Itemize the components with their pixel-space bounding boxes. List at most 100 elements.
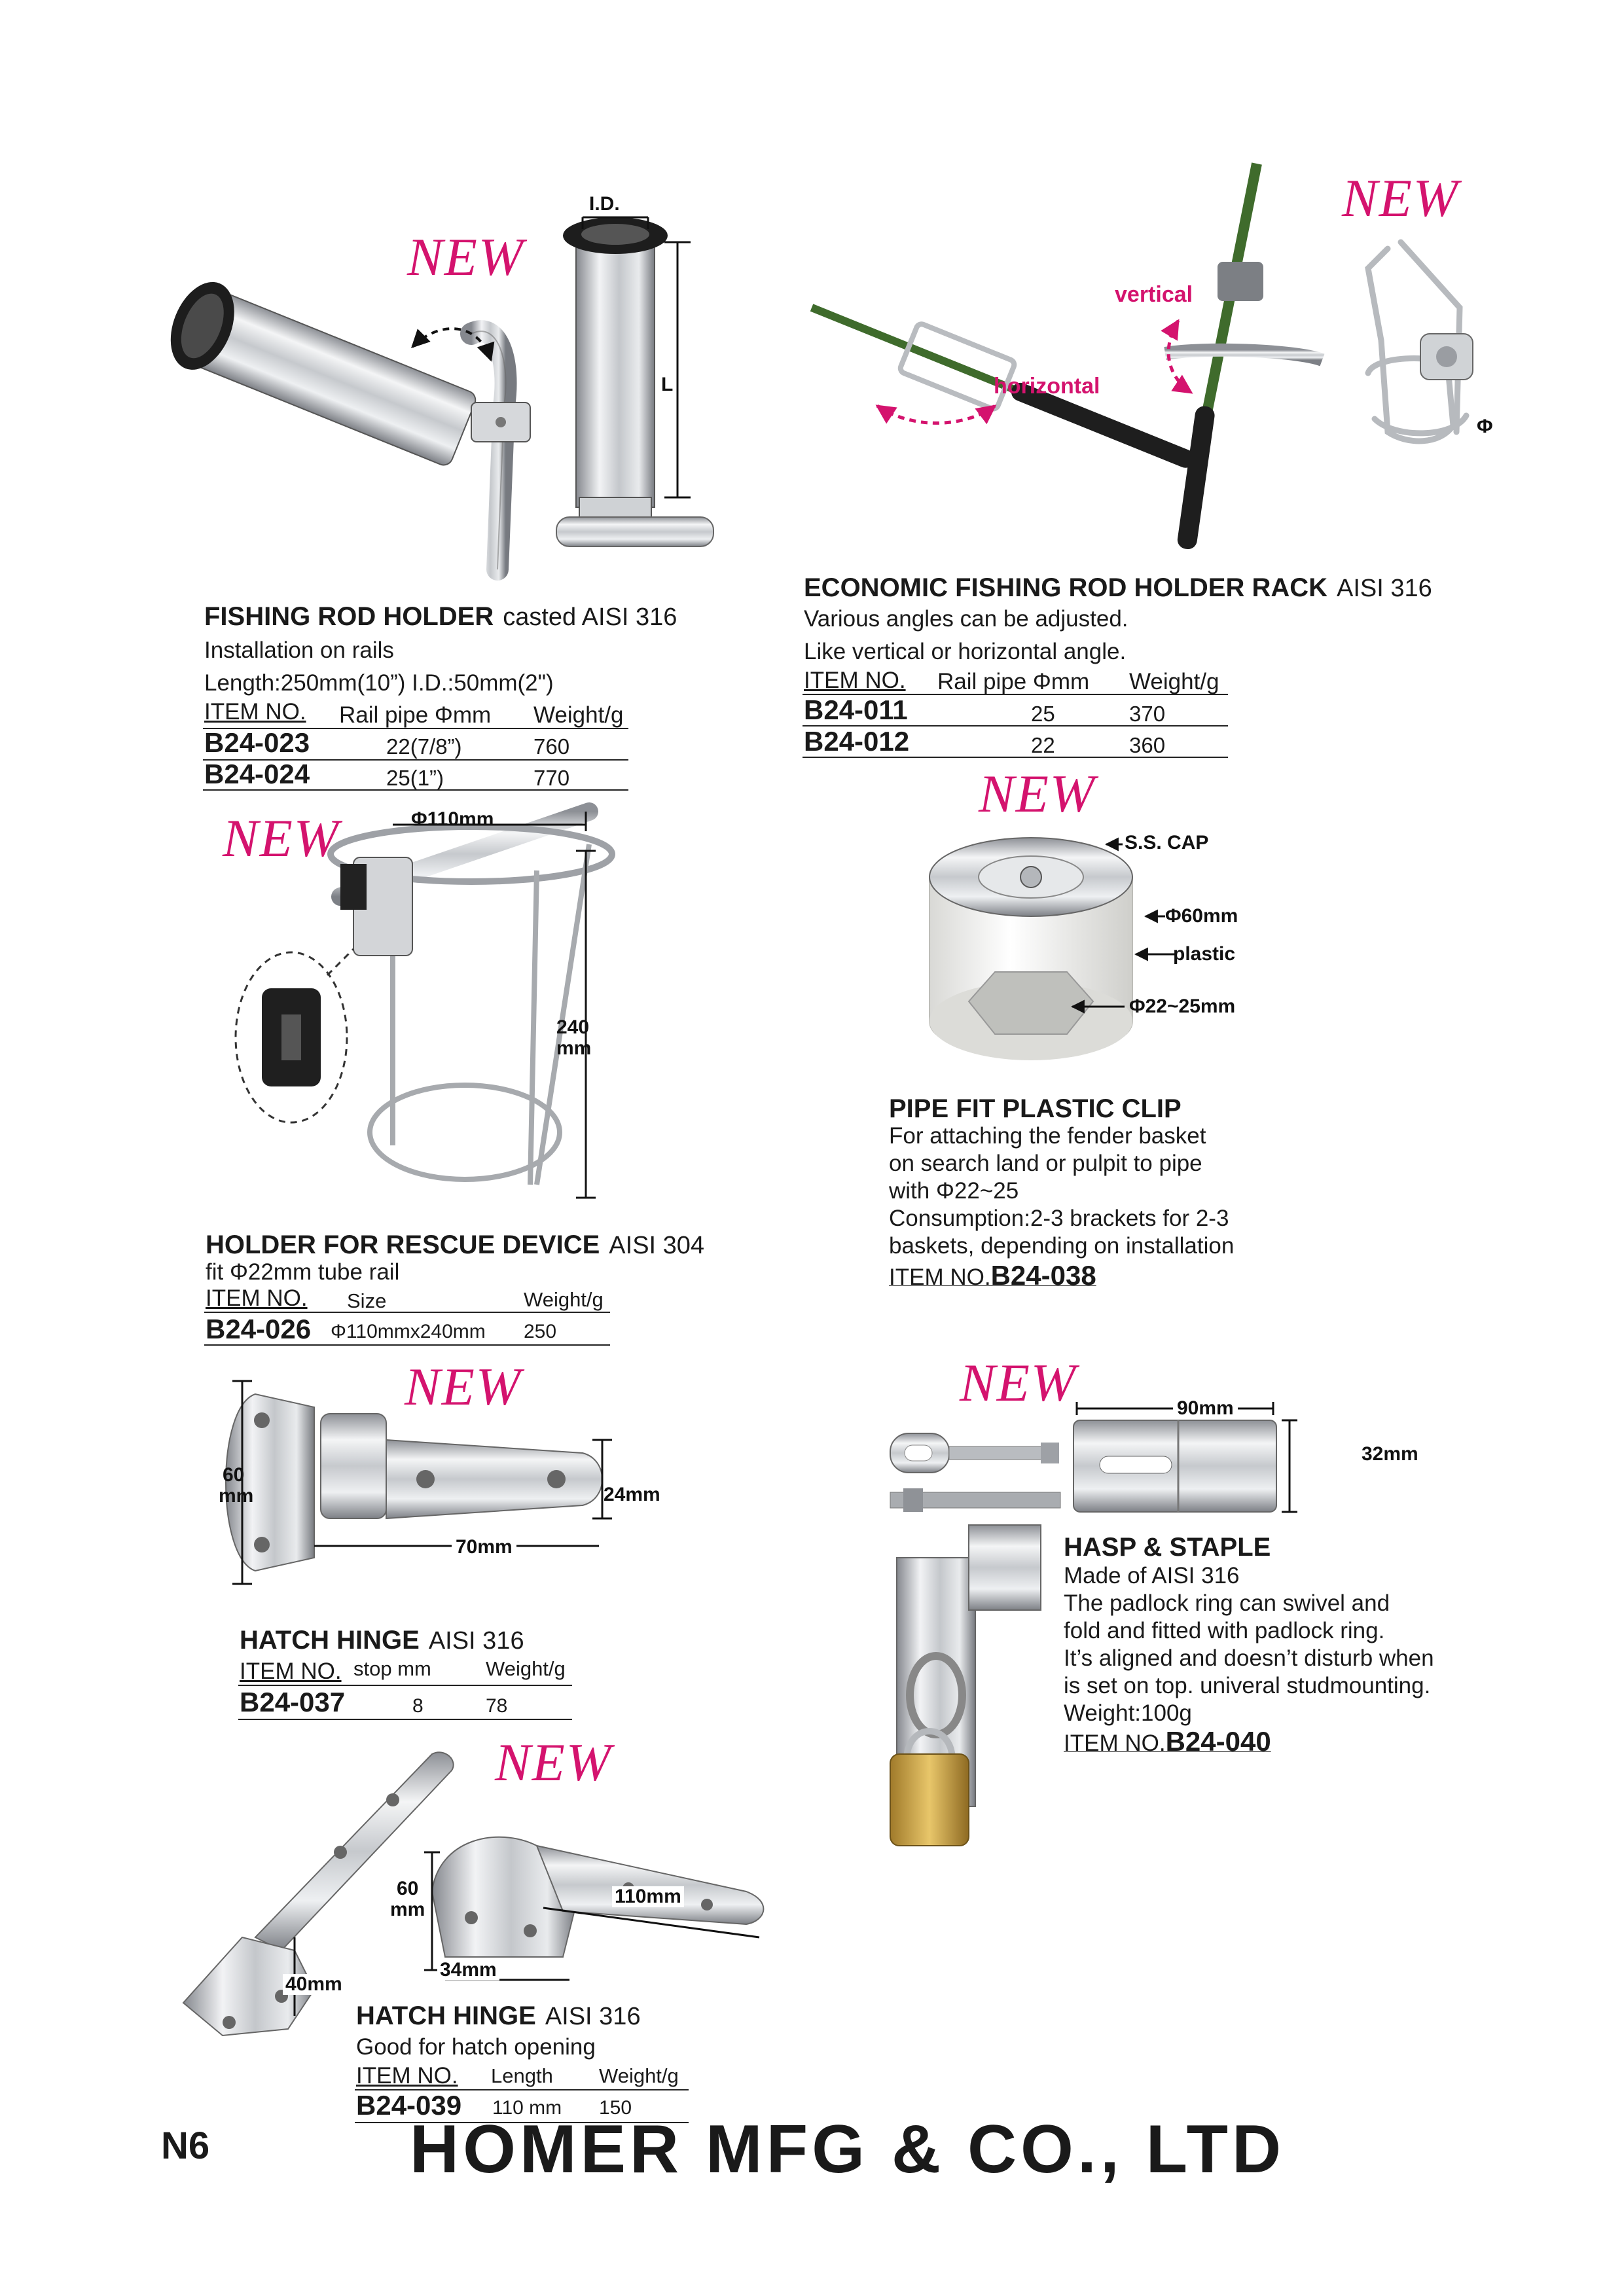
callout-diameter: Φ60mm [1165,905,1238,927]
plastic-clip-title: PIPE FIT PLASTIC CLIP [889,1094,1182,1123]
plastic-clip-desc-1: For attaching the fender basket [889,1123,1206,1149]
dim-length: 110mm [612,1886,684,1907]
rescue-holder-size: Φ110mmx240mm [331,1321,486,1342]
rescue-holder-header-weight: Weight/g [524,1288,604,1311]
page-number: N6 [161,2125,210,2167]
rod-rack-rule [803,757,1228,758]
dim-height-num: 60 [223,1464,245,1486]
dim-base: 40mm [283,1974,345,1995]
hatch-hinge-039-header-weight: Weight/g [599,2064,679,2087]
hatch-hinge-037-rule [238,1719,572,1720]
dim-width: 24mm [604,1484,660,1505]
label-vertical: vertical [1115,282,1193,307]
rod-holder-desc-1: Installation on rails [204,637,394,663]
rod-holder-rule [203,759,628,761]
hatch-hinge-039-length: 110 mm [492,2097,562,2119]
hasp-staple-desc-6: Weight:100g [1064,1700,1192,1726]
rod-rack-desc-2: Like vertical or horizontal angle. [804,639,1127,664]
plastic-clip-desc-4: Consumption:2-3 brackets for 2-3 [889,1206,1229,1231]
rod-rack-header-pipe: Rail pipe Φmm [937,669,1090,694]
plastic-clip-image [929,837,1175,1060]
new-badge: NEW [495,1732,613,1792]
hatch-hinge-039-image [182,1751,765,2037]
hasp-staple-desc-4: It’s aligned and doesn’t disturb when [1064,1645,1434,1671]
dim-width: 32mm [1362,1443,1418,1465]
plastic-clip-desc-5: baskets, depending on installation [889,1233,1235,1259]
new-badge: NEW [407,227,525,287]
new-badge: NEW [979,764,1096,823]
rod-holder-header-item: ITEM NO. [204,699,306,725]
rod-rack-row-2-item: B24-012 [804,726,910,757]
hatch-hinge-039-header-length: Length [491,2064,553,2087]
hasp-staple-desc-5: is set on top. univeral studmounting. [1064,1673,1431,1698]
dim-height-num: 240 [556,1016,590,1038]
rescue-holder-item: B24-026 [206,1314,312,1344]
rod-rack-row-2-weight: 360 [1129,733,1166,757]
label-horizontal: horizontal [994,374,1100,399]
hasp-staple-title: HASP & STAPLE [1064,1533,1271,1562]
rod-holder-row-1-weight: 760 [533,734,570,759]
rod-holder-image [170,216,714,581]
hasp-staple-desc-1: Made of AISI 316 [1064,1563,1240,1588]
hatch-hinge-037-header-stop: stop mm [353,1657,431,1680]
rescue-holder-header-size: Size [347,1289,387,1312]
rescue-holder-desc: fit Φ22mm tube rail [206,1259,400,1285]
hatch-hinge-039-header-item: ITEM NO. [356,2063,458,2089]
rod-rack-row-2-pipe: 22 [1031,733,1055,757]
callout-pipe: Φ22~25mm [1129,996,1236,1017]
rod-rack-row-1-pipe: 25 [1031,702,1055,726]
hasp-staple-image [890,1402,1297,1846]
rod-rack-rule [803,694,1228,695]
hatch-hinge-039-weight: 150 [599,2097,632,2119]
plastic-clip-desc-3: with Φ22~25 [889,1178,1019,1204]
hasp-staple-desc-2: The padlock ring can swivel and [1064,1590,1390,1616]
rod-rack-desc-1: Various angles can be adjusted. [804,606,1128,632]
rescue-holder-header-item: ITEM NO. [206,1285,308,1311]
dim-inner-diameter: I.D. [589,193,620,215]
dim-ring-diameter: Φ110mm [411,808,494,830]
dim-height-num: 60 [397,1878,419,1899]
hatch-hinge-039-rule [355,2122,689,2123]
rod-holder-rule [203,728,628,729]
new-badge: NEW [405,1357,522,1416]
dim-height-unit: mm [556,1037,592,1059]
dim-height-unit: mm [390,1899,425,1920]
dim-length: L [661,374,674,395]
callout-plastic: plastic [1173,943,1236,965]
rod-holder-row-1-item: B24-023 [204,727,310,758]
hatch-hinge-037-weight: 78 [486,1695,508,1717]
hatch-hinge-037-header-item: ITEM NO. [240,1659,342,1684]
rod-holder-desc-2: Length:250mm(10”) I.D.:50mm(2") [204,670,554,696]
rod-holder-header-pipe: Rail pipe Φmm [339,702,492,728]
rescue-holder-rule [204,1312,610,1313]
rescue-holder-weight: 250 [524,1321,557,1342]
dim-length: 70mm [452,1537,516,1558]
rod-rack-row-1-weight: 370 [1129,702,1166,726]
rod-holder-row-2-pipe: 25(1”) [386,766,444,790]
rod-rack-image [810,162,1473,550]
hasp-staple-desc-3: fold and fitted with padlock ring. [1064,1618,1385,1643]
hatch-hinge-037-rule [238,1685,572,1686]
rod-rack-rule [803,725,1228,726]
rod-holder-header-weight: Weight/g [533,702,624,728]
dim-length: 90mm [1173,1398,1238,1419]
rod-rack-row-1-item: B24-011 [804,694,908,725]
company-name: HOMER MFG & CO., LTD [410,2111,1286,2187]
hatch-hinge-037-item: B24-037 [240,1687,346,1717]
rod-rack-header-weight: Weight/g [1129,669,1219,694]
new-badge: NEW [223,808,340,868]
plastic-clip-item: ITEM NO.B24-038 [889,1260,1096,1291]
dim-width: 34mm [437,1960,499,1981]
hatch-hinge-037-image [225,1380,612,1585]
new-badge: NEW [960,1353,1077,1412]
rescue-holder-image [234,802,615,1199]
new-badge: NEW [1342,168,1460,228]
rod-holder-row-1-pipe: 22(7/8”) [386,734,462,759]
plastic-clip-desc-2: on search land or pulpit to pipe [889,1151,1202,1176]
hasp-staple-item: ITEM NO.B24-040 [1064,1726,1271,1757]
hatch-hinge-039-item: B24-039 [356,2090,462,2121]
